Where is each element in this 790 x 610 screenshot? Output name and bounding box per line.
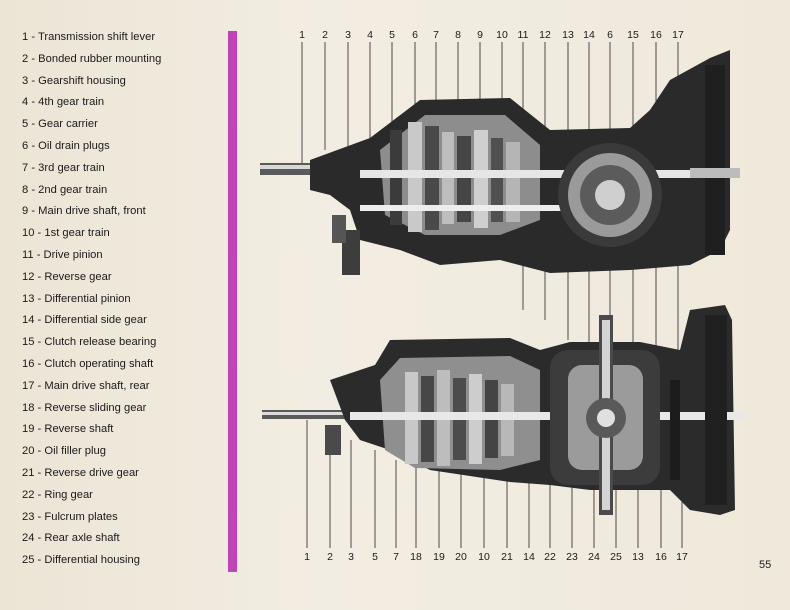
legend-item: 3 - Gearshift housing	[22, 74, 126, 87]
top-callout-number: 2	[322, 29, 328, 41]
top-callout-number: 3	[345, 29, 351, 41]
bottom-callout-number: 1	[304, 551, 310, 563]
bottom-callout-number: 24	[588, 551, 600, 563]
top-callout-number: 16	[650, 29, 662, 41]
bottom-cutaway-drawing	[262, 305, 745, 548]
bottom-callout-number: 19	[433, 551, 445, 563]
legend-item: 15 - Clutch release bearing	[22, 336, 157, 349]
legend-item: 24 - Rear axle shaft	[22, 532, 120, 545]
top-callout-number: 9	[477, 29, 483, 41]
top-callout-number: 12	[539, 29, 551, 41]
bottom-callout-number: 25	[610, 551, 622, 563]
top-callout-number: 4	[367, 29, 373, 41]
legend-item: 4 - 4th gear train	[22, 96, 105, 109]
bottom-callout-number: 21	[501, 551, 513, 563]
top-callout-number: 6	[412, 29, 418, 41]
top-callout-number: 13	[562, 29, 574, 41]
accent-bar	[228, 31, 237, 572]
bottom-callout-number: 23	[566, 551, 578, 563]
legend-item: 16 - Clutch operating shaft	[22, 357, 154, 370]
legend-item: 9 - Main drive shaft, front	[22, 205, 146, 218]
bottom-callout-number: 7	[393, 551, 399, 563]
page-number: 55	[759, 559, 772, 571]
top-callout-number: 17	[672, 29, 684, 41]
legend-item: 2 - Bonded rubber mounting	[22, 52, 162, 65]
legend-item: 5 - Gear carrier	[22, 118, 98, 131]
top-callout-number: 14	[583, 29, 595, 41]
bottom-callout-number: 14	[523, 551, 535, 563]
legend-item: 13 - Differential pinion	[22, 292, 131, 305]
legend-item: 19 - Reverse shaft	[22, 423, 114, 436]
legend-item: 7 - 3rd gear train	[22, 161, 105, 174]
bottom-callout-number: 5	[372, 551, 378, 563]
bottom-callout-number: 18	[410, 551, 422, 563]
legend-item: 12 - Reverse gear	[22, 270, 112, 283]
top-callout-number: 7	[433, 29, 439, 41]
legend-item: 11 - Drive pinion	[22, 248, 103, 261]
bottom-callout-number: 20	[455, 551, 467, 563]
legend-item: 8 - 2nd gear train	[22, 183, 108, 196]
bottom-callout-number: 16	[655, 551, 667, 563]
top-cutaway-drawing	[260, 42, 740, 480]
top-callout-number: 11	[518, 29, 529, 41]
top-callout-number: 15	[627, 29, 639, 41]
bottom-callout-number: 13	[632, 551, 644, 563]
top-callout-number: 8	[455, 29, 461, 41]
legend-item: 17 - Main drive shaft, rear	[22, 379, 150, 392]
legend-item: 22 - Ring gear	[22, 488, 93, 501]
parts-legend: 1 - Transmission shift lever 2 - Bonded r…	[22, 29, 222, 574]
legend-item: 6 - Oil drain plugs	[22, 139, 110, 152]
top-callout-number: 10	[496, 29, 508, 41]
legend-item: 21 - Reverse drive gear	[22, 466, 139, 479]
bottom-callout-number: 22	[544, 551, 556, 563]
bottom-callout-number: 3	[348, 551, 354, 563]
bottom-callout-number: 10	[478, 551, 490, 563]
bottom-callout-number: 17	[676, 551, 688, 563]
legend-item: 23 - Fulcrum plates	[22, 510, 118, 523]
top-callout-number: 1	[299, 29, 305, 41]
legend-item: 25 - Differential housing	[22, 554, 140, 567]
legend-item: 14 - Differential side gear	[22, 314, 147, 327]
top-callout-number: 5	[389, 29, 395, 41]
legend-item: 20 - Oil filler plug	[22, 445, 106, 458]
legend-item: 18 - Reverse sliding gear	[22, 401, 147, 414]
bottom-callout-number: 2	[327, 551, 333, 563]
top-callout-number: 6	[607, 29, 613, 41]
legend-item: 10 - 1st gear train	[22, 227, 110, 240]
legend-item: 1 - Transmission shift lever	[22, 31, 156, 43]
